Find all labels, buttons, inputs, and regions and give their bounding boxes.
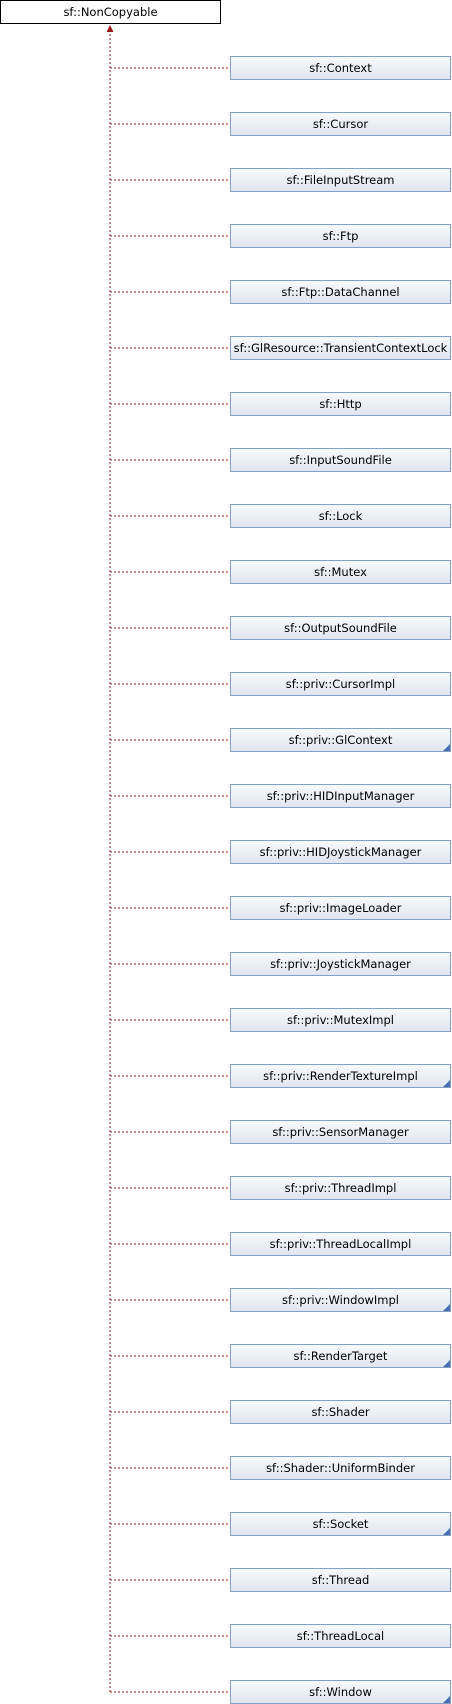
class-label: sf::priv::GlContext: [288, 733, 393, 747]
root-class-node[interactable]: sf::NonCopyable: [0, 0, 221, 24]
class-node[interactable]: sf::priv::GlContext: [230, 728, 451, 752]
inheritance-arrowhead-icon: [106, 25, 114, 32]
class-label: sf::priv::MutexImpl: [286, 1013, 394, 1027]
class-label: sf::priv::JoystickManager: [270, 957, 411, 971]
class-node[interactable]: sf::OutputSoundFile: [230, 616, 451, 640]
class-node[interactable]: sf::priv::WindowImpl: [230, 1288, 451, 1312]
more-derived-marker-icon: [443, 1528, 450, 1535]
class-label: sf::Mutex: [314, 565, 367, 579]
class-node[interactable]: sf::Http: [230, 392, 451, 416]
class-label: sf::OutputSoundFile: [284, 621, 397, 635]
class-label: sf::Context: [309, 61, 372, 75]
class-label: sf::priv::RenderTextureImpl: [263, 1069, 418, 1083]
class-node[interactable]: sf::priv::CursorImpl: [230, 672, 451, 696]
more-derived-marker-icon: [443, 1696, 450, 1703]
class-label: sf::Thread: [311, 1573, 370, 1587]
class-node[interactable]: sf::Mutex: [230, 560, 451, 584]
class-label: sf::priv::WindowImpl: [282, 1293, 399, 1307]
class-label: sf::priv::SensorManager: [272, 1125, 409, 1139]
class-node[interactable]: sf::Shader::UniformBinder: [230, 1456, 451, 1480]
more-derived-marker-icon: [443, 1080, 450, 1087]
class-node[interactable]: sf::Lock: [230, 504, 451, 528]
class-node[interactable]: sf::Ftp::DataChannel: [230, 280, 451, 304]
class-label: sf::Cursor: [312, 117, 369, 131]
class-label: sf::Ftp::DataChannel: [281, 285, 400, 299]
class-label: sf::priv::ImageLoader: [279, 901, 402, 915]
class-node[interactable]: sf::GlResource::TransientContextLock: [230, 336, 451, 360]
class-node[interactable]: sf::priv::SensorManager: [230, 1120, 451, 1144]
class-label: sf::FileInputStream: [286, 173, 395, 187]
class-node[interactable]: sf::priv::ThreadImpl: [230, 1176, 451, 1200]
class-label: sf::Shader: [311, 1405, 370, 1419]
class-node[interactable]: sf::Cursor: [230, 112, 451, 136]
class-node[interactable]: sf::Window: [230, 1680, 451, 1704]
class-label: sf::priv::HIDJoystickManager: [259, 845, 422, 859]
class-node[interactable]: sf::RenderTarget: [230, 1344, 451, 1368]
class-label: sf::priv::ThreadImpl: [284, 1181, 397, 1195]
class-label: sf::priv::CursorImpl: [285, 677, 396, 691]
root-class-label: sf::NonCopyable: [63, 5, 158, 19]
more-derived-marker-icon: [443, 744, 450, 751]
class-node[interactable]: sf::InputSoundFile: [230, 448, 451, 472]
class-label: sf::GlResource::TransientContextLock: [233, 341, 448, 355]
class-node[interactable]: sf::priv::ThreadLocalImpl: [230, 1232, 451, 1256]
class-node[interactable]: sf::priv::JoystickManager: [230, 952, 451, 976]
class-node[interactable]: sf::Context: [230, 56, 451, 80]
class-node[interactable]: sf::priv::ImageLoader: [230, 896, 451, 920]
class-label: sf::Http: [319, 397, 362, 411]
class-node[interactable]: sf::Ftp: [230, 224, 451, 248]
class-label: sf::Lock: [318, 509, 363, 523]
class-label: sf::Window: [309, 1685, 372, 1699]
class-node[interactable]: sf::Socket: [230, 1512, 451, 1536]
class-node[interactable]: sf::priv::HIDJoystickManager: [230, 840, 451, 864]
class-node[interactable]: sf::FileInputStream: [230, 168, 451, 192]
class-label: sf::ThreadLocal: [296, 1629, 385, 1643]
class-label: sf::Socket: [312, 1517, 369, 1531]
class-label: sf::Ftp: [322, 229, 359, 243]
more-derived-marker-icon: [443, 1304, 450, 1311]
class-label: sf::priv::HIDInputManager: [266, 789, 415, 803]
class-node[interactable]: sf::Shader: [230, 1400, 451, 1424]
class-node[interactable]: sf::priv::MutexImpl: [230, 1008, 451, 1032]
class-label: sf::InputSoundFile: [289, 453, 392, 467]
class-label: sf::Shader::UniformBinder: [266, 1461, 415, 1475]
class-label: sf::priv::ThreadLocalImpl: [269, 1237, 412, 1251]
class-node[interactable]: sf::Thread: [230, 1568, 451, 1592]
class-label: sf::RenderTarget: [293, 1349, 388, 1363]
class-node[interactable]: sf::priv::RenderTextureImpl: [230, 1064, 451, 1088]
class-node[interactable]: sf::ThreadLocal: [230, 1624, 451, 1648]
class-node[interactable]: sf::priv::HIDInputManager: [230, 784, 451, 808]
more-derived-marker-icon: [443, 1360, 450, 1367]
